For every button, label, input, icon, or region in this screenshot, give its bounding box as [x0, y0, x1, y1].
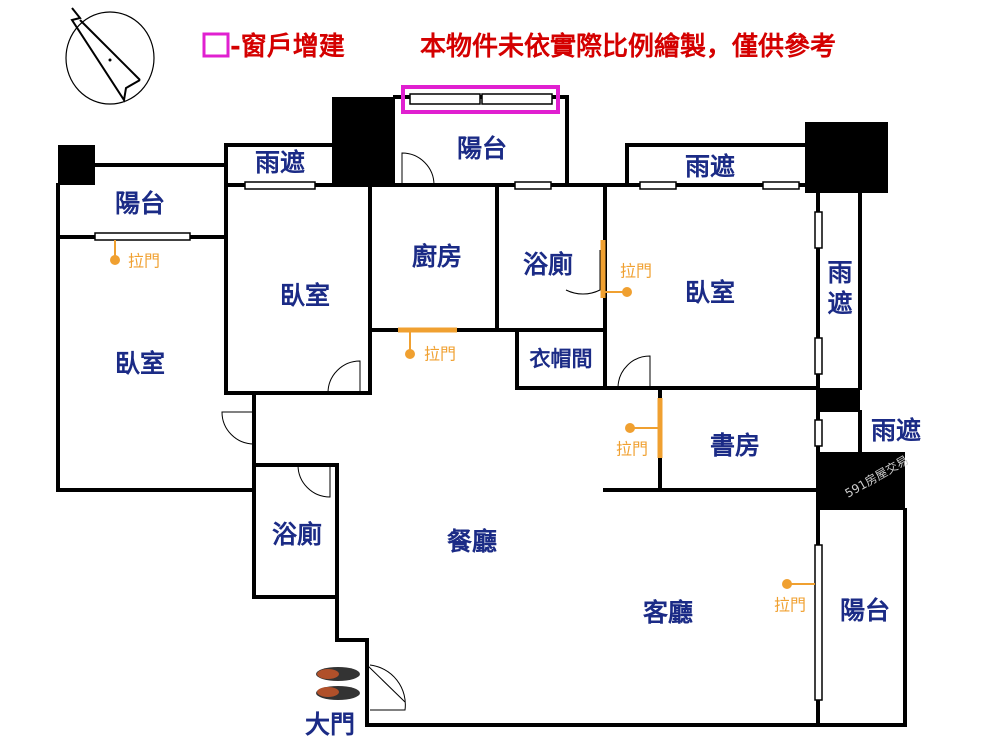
swing-doors — [221, 152, 651, 711]
window — [814, 544, 823, 701]
window — [639, 181, 677, 190]
pillar — [805, 122, 888, 193]
sliding-door: 拉門 — [774, 579, 815, 615]
window — [514, 181, 552, 190]
window — [762, 181, 800, 190]
svg-text:拉門: 拉門 — [620, 262, 652, 281]
room-awning-top-left: 雨遮 — [255, 148, 305, 177]
pillar — [818, 388, 860, 412]
svg-text:拉門: 拉門 — [616, 440, 648, 459]
window — [814, 337, 823, 375]
room-awning-top-right: 雨遮 — [685, 152, 735, 181]
room-awning-right-2: 遮 — [827, 289, 852, 318]
room-balcony-left: 陽台 — [115, 189, 165, 218]
room-bedroom-middle: 臥室 — [280, 281, 330, 310]
added-window-highlight — [401, 85, 560, 114]
walls — [56, 95, 907, 727]
sliding-door: 拉門 — [398, 327, 457, 364]
sliding-door: 拉門 — [616, 398, 663, 459]
window — [94, 232, 191, 241]
room-walk-in-closet: 衣帽間 — [530, 347, 593, 371]
room-bedroom-left: 臥室 — [115, 349, 165, 378]
pillar — [332, 97, 395, 185]
room-balcony-right: 陽台 — [840, 596, 890, 625]
room-awning-right-1: 雨 — [827, 258, 852, 287]
room-kitchen: 廚房 — [412, 242, 462, 271]
svg-text:拉門: 拉門 — [128, 252, 160, 271]
room-dining: 餐廳 — [447, 527, 497, 556]
window — [244, 181, 316, 190]
svg-text:拉門: 拉門 — [424, 345, 456, 364]
pillar — [818, 452, 905, 510]
window — [814, 419, 823, 447]
room-study: 書房 — [710, 431, 760, 460]
room-bedroom-right: 臥室 — [685, 278, 735, 307]
room-balcony-top: 陽台 — [457, 134, 507, 163]
sliding-door: 拉門 — [110, 240, 160, 271]
room-bathroom-top: 浴廁 — [523, 250, 573, 279]
shoes-icon — [316, 667, 360, 700]
disclaimer-text: 本物件未依實際比例繪製，僅供參考 — [420, 31, 836, 62]
main-door-label: 大門 — [305, 710, 355, 739]
svg-text:拉門: 拉門 — [774, 596, 806, 615]
room-awning-right-lower: 雨遮 — [871, 416, 921, 445]
window-legend-swatch — [202, 32, 230, 58]
sliding-door: 拉門 — [600, 240, 652, 298]
room-bathroom-lower: 浴廁 — [272, 520, 322, 549]
window — [481, 93, 553, 105]
room-living: 客廳 — [643, 598, 693, 627]
window — [814, 211, 823, 249]
window — [409, 93, 481, 105]
window-legend-label: -窗戶增建 — [230, 31, 345, 62]
compass-icon — [65, 7, 155, 105]
pillar — [58, 145, 95, 185]
